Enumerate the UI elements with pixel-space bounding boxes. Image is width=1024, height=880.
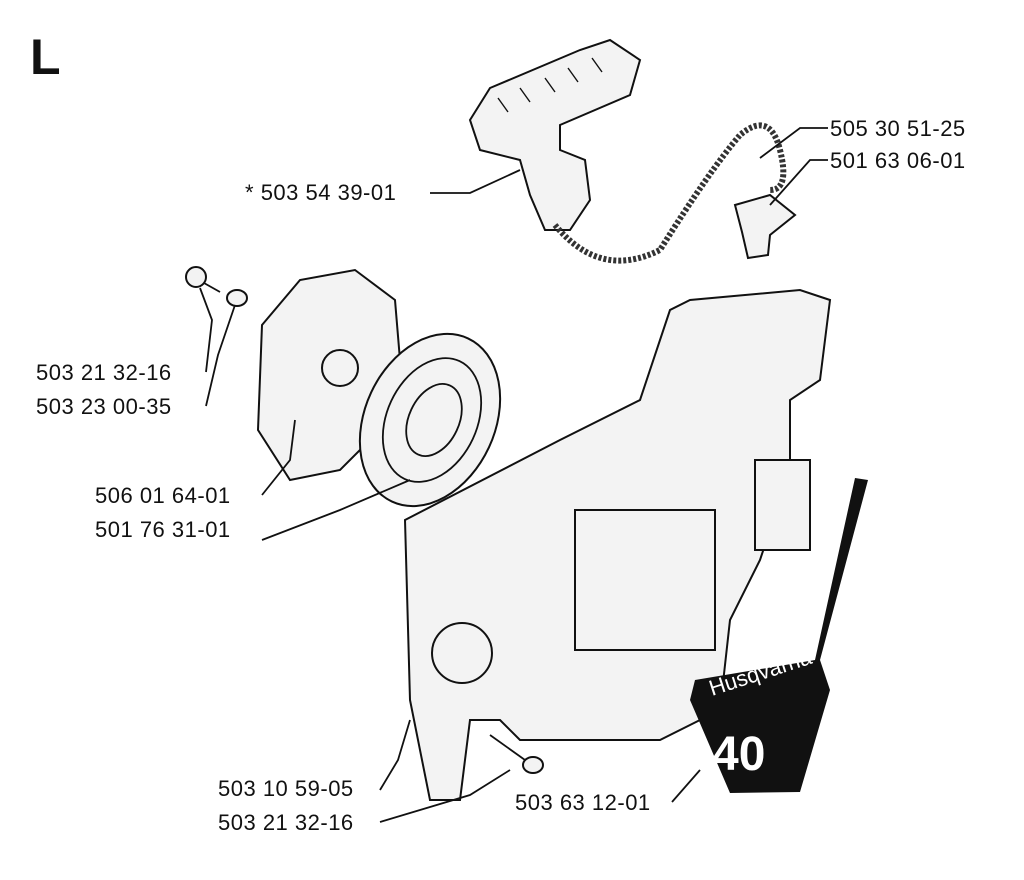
starter-rope: [552, 122, 787, 264]
part-label-pulley: 506 01 64-01: [95, 483, 231, 509]
part-label-screw-top: 503 21 32-16: [36, 360, 172, 386]
part-label-spring: 501 76 31-01: [95, 517, 231, 543]
part-label-handle: * 503 54 39-01: [245, 180, 396, 206]
asterisk-mark: *: [245, 180, 255, 205]
part-number: 503 10 59-05: [218, 776, 354, 801]
part-number: 506 01 64-01: [95, 483, 231, 508]
section-letter: L: [30, 29, 61, 85]
part-number: 505 30 51-25: [830, 116, 966, 141]
part-number: 503 63 12-01: [515, 790, 651, 815]
model-decal: Husqvarna 40: [690, 478, 868, 793]
leader-lines: [199, 127, 828, 823]
screw-bottom: [489, 734, 544, 774]
part-number: 501 76 31-01: [95, 517, 231, 542]
part-number: 503 21 32-16: [218, 810, 354, 835]
part-label-rope: 505 30 51-25: [830, 116, 966, 142]
starter-handle: [468, 38, 642, 231]
part-label-washer: 503 23 00-35: [36, 394, 172, 420]
rope-guide: [733, 193, 797, 260]
screw-top: [185, 266, 221, 293]
part-number: 501 63 06-01: [830, 148, 966, 173]
part-label-rope-guide: 501 63 06-01: [830, 148, 966, 174]
part-number: 503 21 32-16: [36, 360, 172, 385]
washer: [226, 289, 248, 307]
part-label-screw-bottom: 503 21 32-16: [218, 810, 354, 836]
decal-model-text: 40: [712, 728, 765, 781]
part-number: 503 23 00-35: [36, 394, 172, 419]
recoil-spring: [358, 332, 502, 508]
part-label-decal: 503 63 12-01: [515, 790, 651, 816]
starter-housing: [403, 288, 832, 801]
part-label-housing: 503 10 59-05: [218, 776, 354, 802]
part-number: 503 54 39-01: [260, 180, 397, 205]
